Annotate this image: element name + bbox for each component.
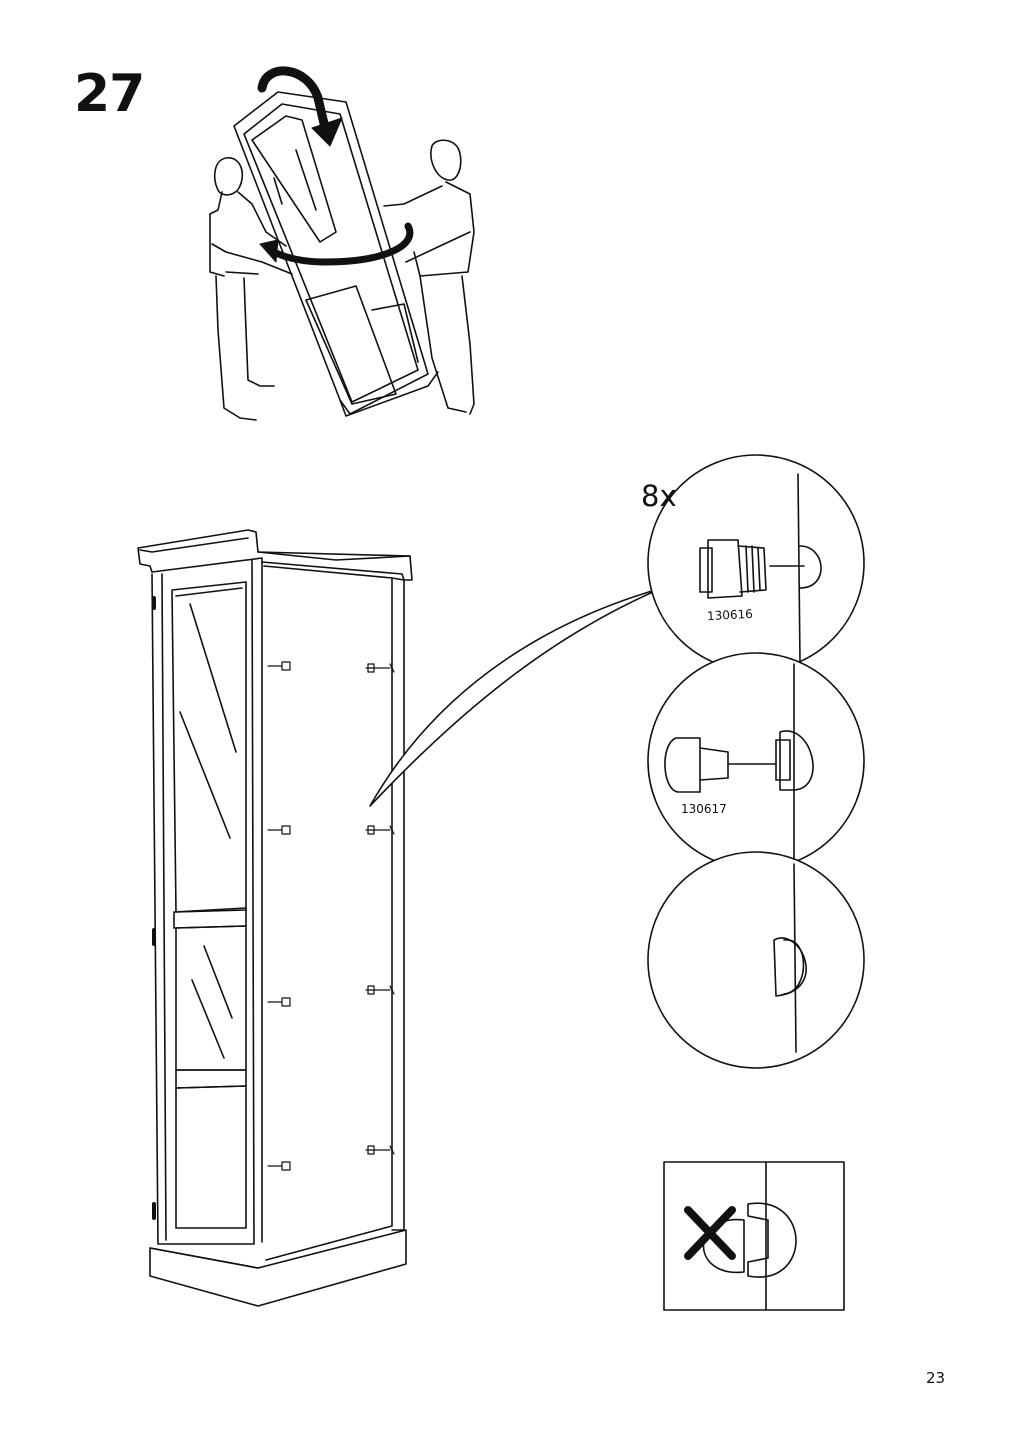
tilting-cabinet-illustration	[209, 66, 475, 421]
detail-circle-result	[647, 851, 865, 1069]
step-number: 27	[74, 64, 145, 124]
part-number-dowel: 130616	[706, 606, 754, 624]
callout-leader	[369, 587, 663, 807]
detail-circle-attach-cap	[647, 652, 865, 870]
quantity-label: 8x	[641, 479, 677, 513]
upright-cabinet-illustration	[137, 529, 413, 1307]
lower-glass-panel	[175, 925, 247, 1071]
dowel-holes	[267, 661, 395, 1171]
cross-mark-icon	[684, 1206, 736, 1260]
part-number-cap: 130617	[681, 802, 727, 816]
tilted-cabinet	[233, 91, 439, 417]
rotation-arrow-icon	[257, 66, 414, 266]
page-number: 23	[926, 1369, 946, 1387]
incorrect-example-box	[663, 1161, 845, 1311]
bottom-door-panel	[175, 1085, 247, 1229]
dowel-130616-icon	[699, 539, 767, 599]
person-left-figure	[209, 157, 293, 421]
person-right-figure	[383, 139, 475, 415]
detail-circle-insert-dowel	[647, 454, 865, 672]
